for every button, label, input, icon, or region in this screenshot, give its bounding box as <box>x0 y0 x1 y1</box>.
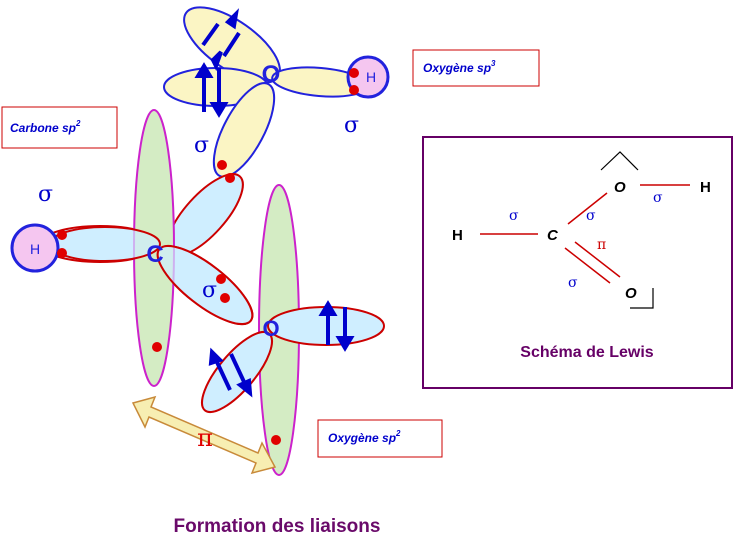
oxygen-sp2-group: O <box>201 184 385 476</box>
o-bottom-symbol: O <box>262 316 279 341</box>
electron <box>217 160 227 170</box>
lewis-bond-c-o-double-2 <box>574 241 621 278</box>
lewis-atom-o-top: O <box>614 179 626 196</box>
oxygen-sp3-group: H O <box>163 6 390 178</box>
o3-lone-pair-arrows-upleft <box>201 8 241 72</box>
o3-lone-pair-arrows-left <box>194 62 229 118</box>
electron <box>220 293 230 303</box>
lewis-bond-c-o-top <box>567 192 608 225</box>
c-o-sigma-overlap-lower <box>156 244 254 326</box>
lewis-sigma-oh: σ <box>653 190 663 206</box>
electron <box>225 173 235 183</box>
o-top-symbol: O <box>262 61 281 88</box>
o2-lone-pair-arrows-downleft <box>208 347 253 398</box>
lewis-sigma-hc: σ <box>509 208 519 224</box>
electron <box>271 435 281 445</box>
svg-text:Oxygène sp2: Oxygène sp2 <box>328 429 401 445</box>
lewis-title: Schéma de Lewis <box>520 344 653 361</box>
c-h-sigma-overlap <box>49 226 161 262</box>
sigma-label-o3-left: σ <box>194 133 209 158</box>
label-text: Oxygène sp <box>423 61 491 75</box>
lewis-atom-o-bottom: O <box>625 285 637 302</box>
lewis-lone-pair-o-bottom <box>630 288 654 309</box>
label-carbone-sp2: Carbone sp2 <box>1 106 118 149</box>
h-left-atom <box>10 223 60 273</box>
pi-bond-arrow: π <box>131 395 277 475</box>
h-left-label: H <box>30 241 40 257</box>
sigma-label-o3-right: σ <box>344 113 359 138</box>
pi-symbol-large: π <box>197 424 213 452</box>
carbon-sp2-group: H C <box>10 109 254 387</box>
electron <box>57 248 67 258</box>
lewis-atom-c: C <box>547 227 559 244</box>
lewis-pi: π <box>597 237 606 253</box>
o3-orbital-down <box>212 82 276 178</box>
diagram-caption: Formation des liaisons <box>174 516 381 537</box>
electron <box>349 68 359 78</box>
lewis-frame <box>422 136 733 389</box>
c-center-symbol: C <box>146 241 163 268</box>
label-text: Carbone sp <box>10 121 76 135</box>
sigma-label-c-o: σ <box>202 278 217 303</box>
label-exp: 2 <box>75 119 81 128</box>
electron <box>152 342 162 352</box>
sigma-label-c-h: σ <box>38 182 53 207</box>
svg-text:Carbone sp2: Carbone sp2 <box>10 119 81 135</box>
electron <box>349 85 359 95</box>
lewis-sigma-co-bottom: σ <box>568 275 578 291</box>
label-text: Oxygène sp <box>328 431 396 445</box>
lewis-lone-pair-o-top <box>600 151 639 171</box>
svg-text:Oxygène sp3: Oxygène sp3 <box>423 59 496 75</box>
lewis-sigma-co-top: σ <box>586 208 596 224</box>
lewis-atom-h-left: H <box>452 227 463 244</box>
lewis-scheme: H σ C σ O σ H π σ O Schéma de Lewis <box>422 136 733 389</box>
electron <box>57 230 67 240</box>
electron <box>216 274 226 284</box>
label-oxygene-sp2: Oxygène sp2 <box>317 419 443 458</box>
lewis-atom-h-right: H <box>700 179 711 196</box>
h-top-label: H <box>366 69 376 85</box>
label-oxygene-sp3: Oxygène sp3 <box>412 49 540 87</box>
label-exp: 2 <box>395 429 401 438</box>
o2-lone-pair-arrows-right <box>318 300 355 352</box>
label-exp: 3 <box>491 59 496 68</box>
lewis-bond-c-o-double-1 <box>564 247 611 284</box>
